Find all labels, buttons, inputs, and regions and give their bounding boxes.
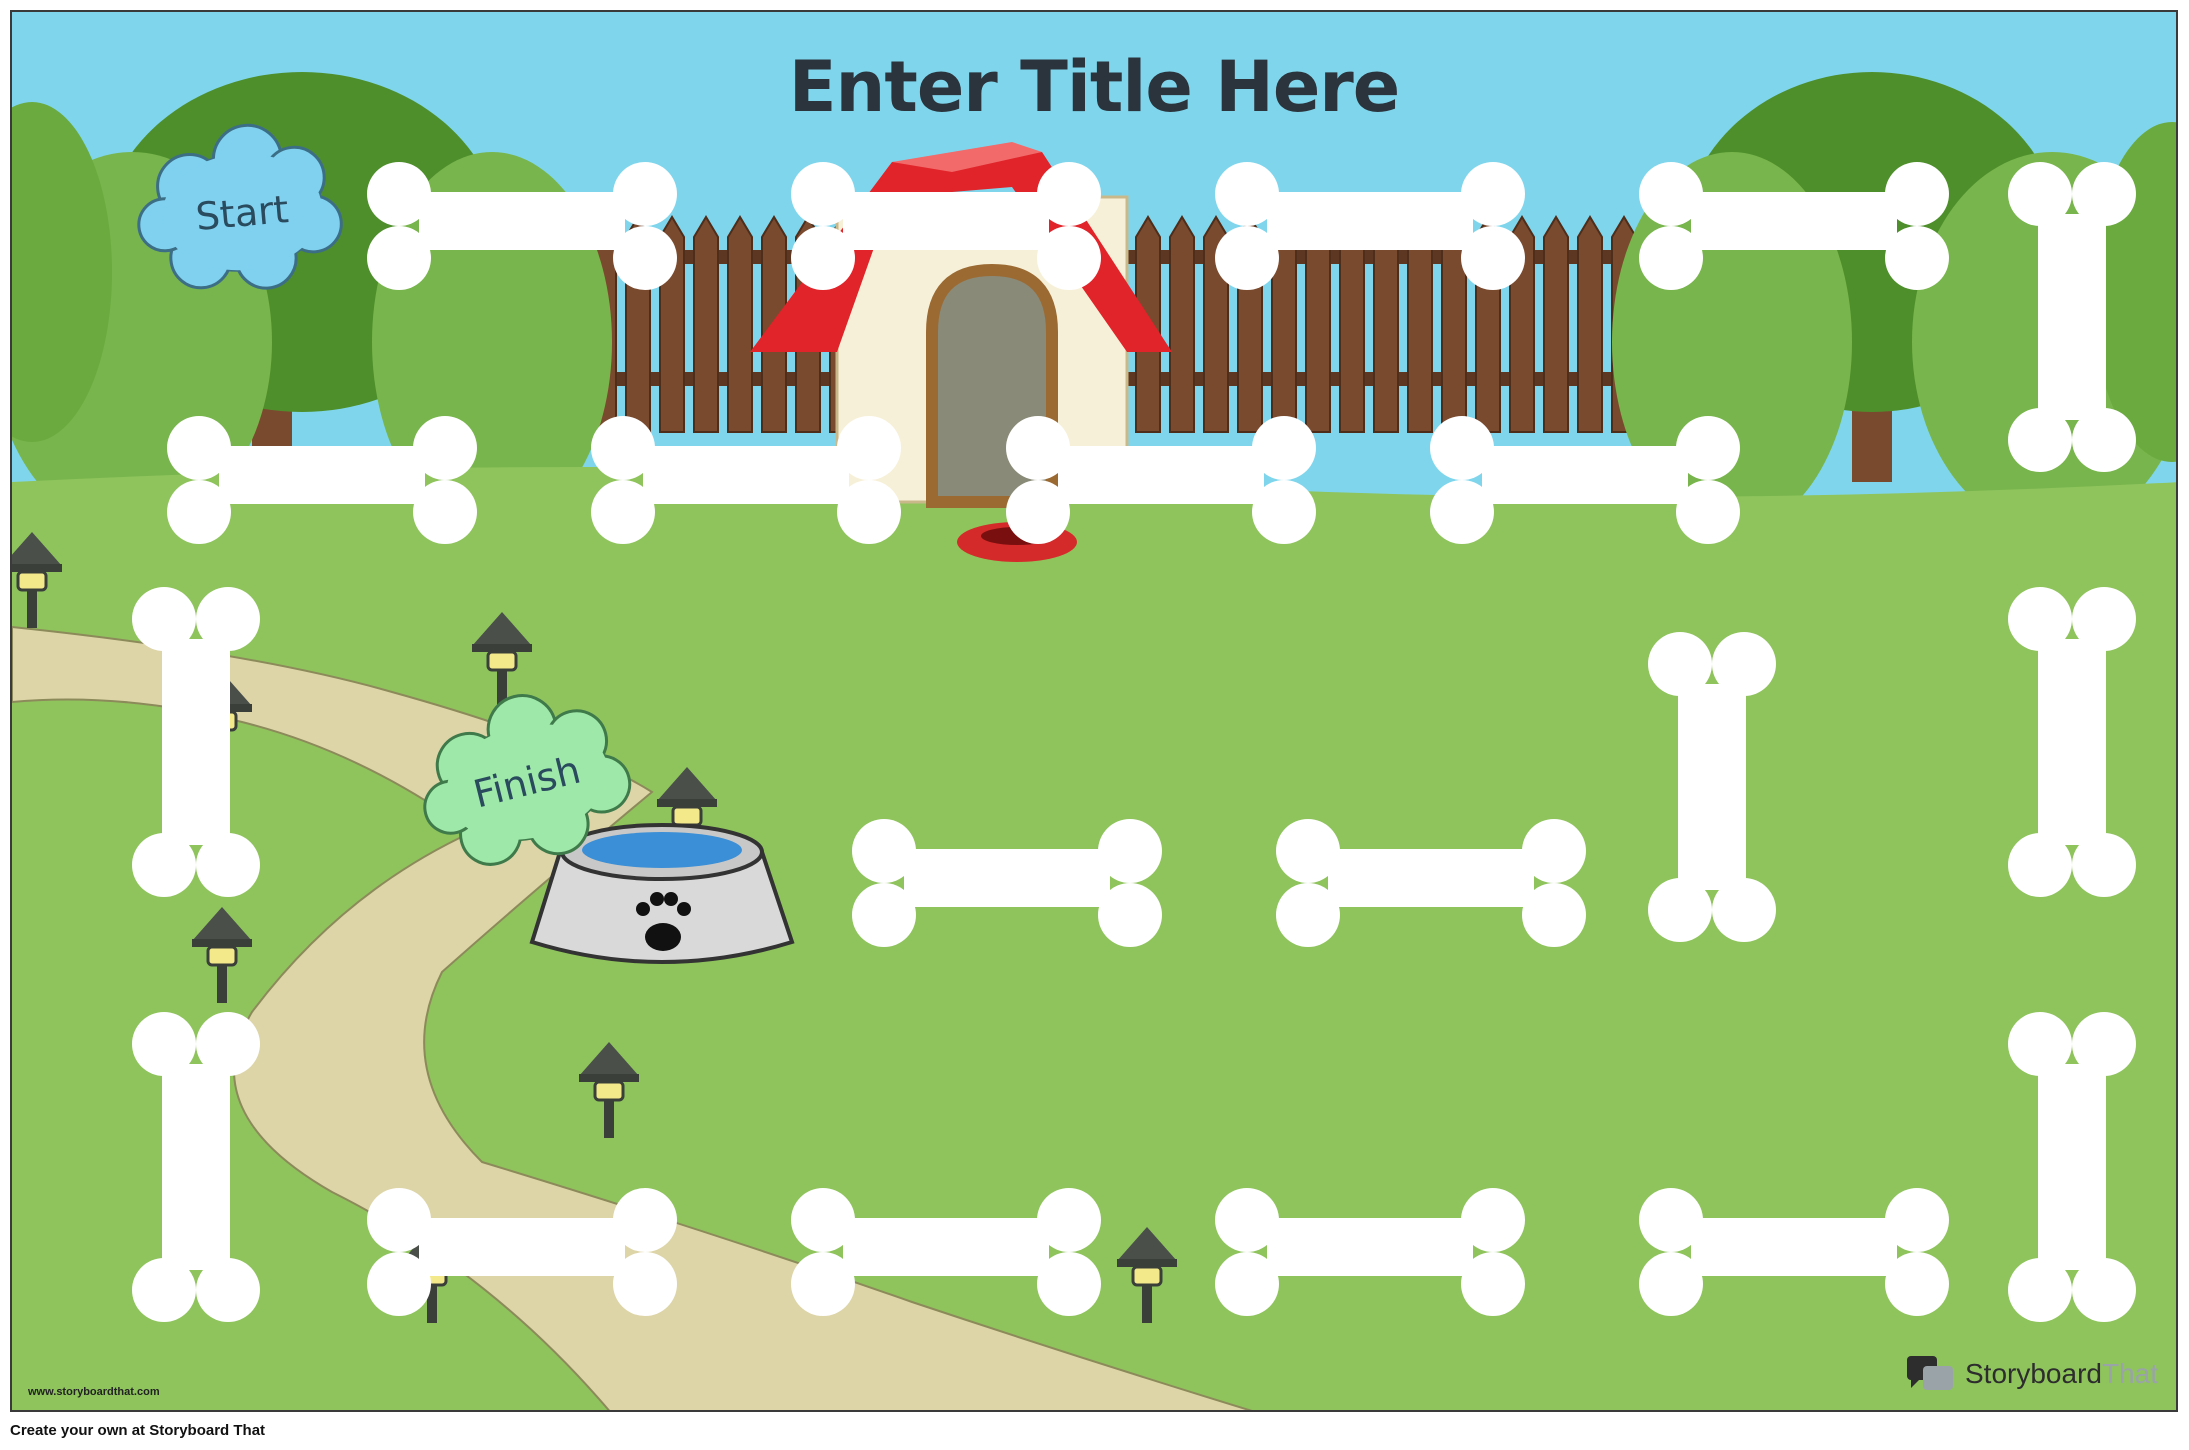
brand-name-suffix: That [2101, 1358, 2158, 1389]
fence-picket [1577, 215, 1603, 433]
fence-picket [693, 215, 719, 433]
brand-name-main: Storyboard [1965, 1358, 2102, 1389]
storyboard-logo-icon [1907, 1356, 1953, 1390]
page-title[interactable]: Enter Title Here [788, 46, 1401, 128]
watermark-url: www.storyboardthat.com [28, 1386, 160, 1398]
paw-print-icon [636, 892, 691, 951]
water-bowl-icon [529, 823, 795, 964]
brand-name: StoryboardThat [1965, 1358, 2158, 1390]
start-cloud-icon: Start [137, 123, 343, 290]
grass-field [12, 467, 2176, 1410]
footer-text[interactable]: Create your own at Storyboard That [10, 1422, 266, 1439]
finish-cloud-icon: Finish [423, 694, 632, 866]
game-board: Start Finish [10, 10, 2178, 1412]
fence-picket [727, 215, 753, 433]
backyard-scene: Start Finish [12, 12, 2176, 1410]
fence-picket [1169, 215, 1195, 433]
fence-picket [1543, 215, 1569, 433]
start-label: Start [194, 187, 290, 239]
brand-logo: StoryboardThat [1905, 1354, 2158, 1394]
